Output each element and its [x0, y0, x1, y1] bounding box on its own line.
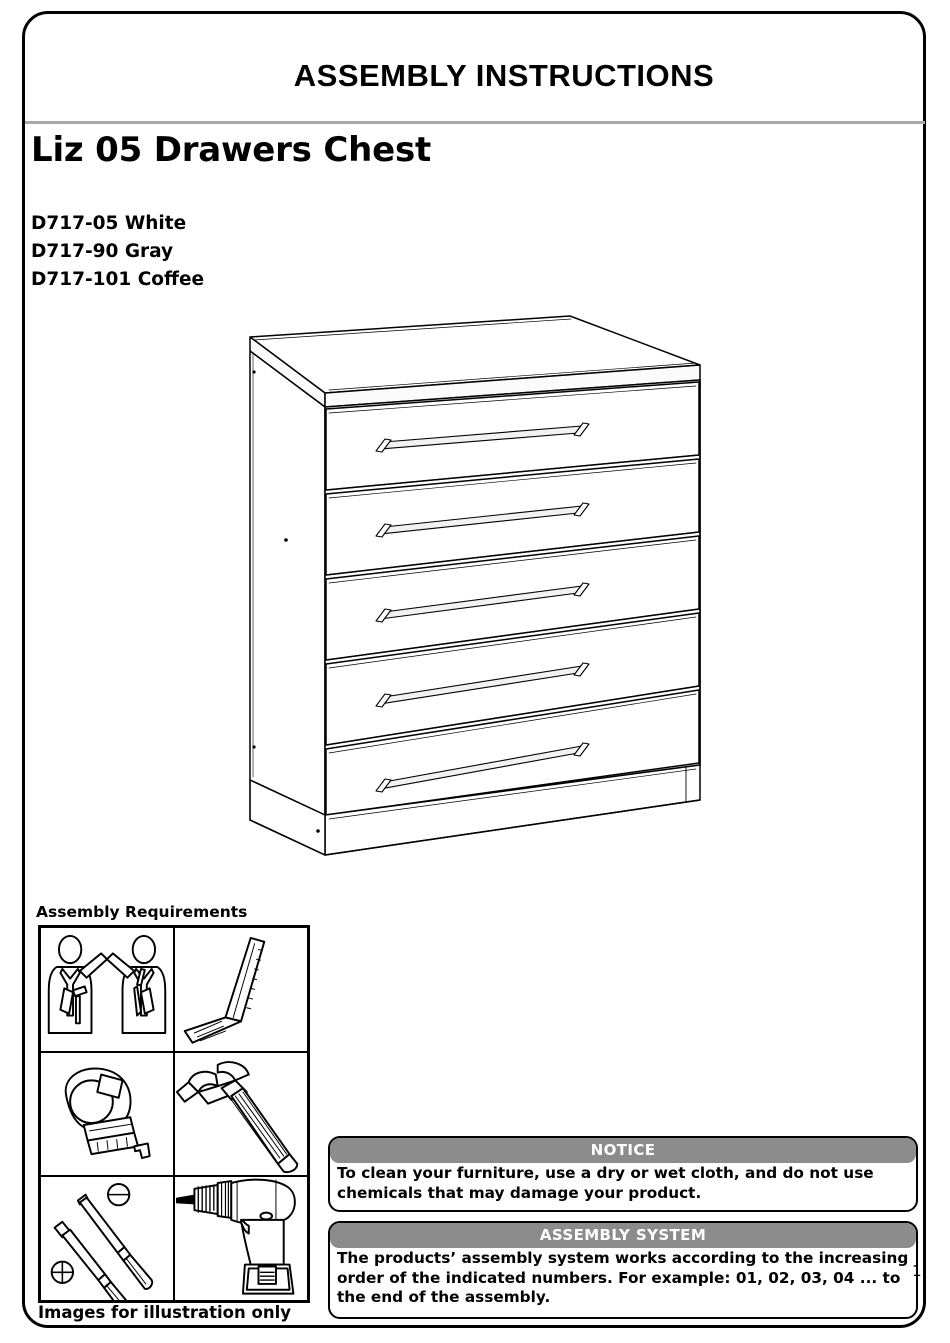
notice-box-body: To clean your furniture, use a dry or we…	[337, 1164, 874, 1202]
model-code-item: D717-05 White	[31, 213, 187, 234]
model-code-item: D717-90 Gray	[31, 241, 174, 262]
assembly-system-box: ASSEMBLY SYSTEM The products’ assembly s…	[328, 1221, 918, 1319]
product-title: Liz 05 Drawers Chest	[31, 130, 432, 170]
assembly-system-body: The products’ assembly system works acco…	[337, 1249, 909, 1306]
tool-cell-hammer	[174, 1051, 308, 1177]
tool-cell-carpenters-square	[174, 927, 308, 1052]
power-drill-icon	[175, 1178, 296, 1295]
carpenters-square-icon	[183, 936, 266, 1044]
tape-measure-icon	[64, 1067, 151, 1159]
screwdrivers-icon	[50, 1183, 154, 1300]
tool-cell-two-people	[40, 927, 174, 1052]
tool-cell-power-drill	[174, 1176, 308, 1301]
notice-box-heading: NOTICE	[330, 1138, 916, 1163]
tools-grid	[38, 925, 310, 1303]
page-title: ASSEMBLY INSTRUCTIONS	[293, 58, 715, 93]
model-code-list: D717-05 White D717-90 Gray D717-101 Coff…	[31, 210, 204, 294]
hammer-icon	[175, 1060, 299, 1173]
tool-cell-tape-measure	[40, 1051, 174, 1177]
assembly-requirements-label: Assembly Requirements	[36, 903, 248, 921]
page-number: 1	[912, 1262, 922, 1280]
two-people-icon	[47, 934, 167, 1034]
assembly-system-heading: ASSEMBLY SYSTEM	[330, 1223, 916, 1248]
header-divider	[25, 121, 925, 124]
illustration-disclaimer: Images for illustration only	[38, 1303, 291, 1322]
tool-cell-screwdrivers	[40, 1176, 174, 1301]
chest-of-drawers-illustration	[230, 310, 730, 870]
model-code-item: D717-101 Coffee	[31, 269, 205, 290]
notice-box: NOTICE To clean your furniture, use a dr…	[328, 1136, 918, 1212]
